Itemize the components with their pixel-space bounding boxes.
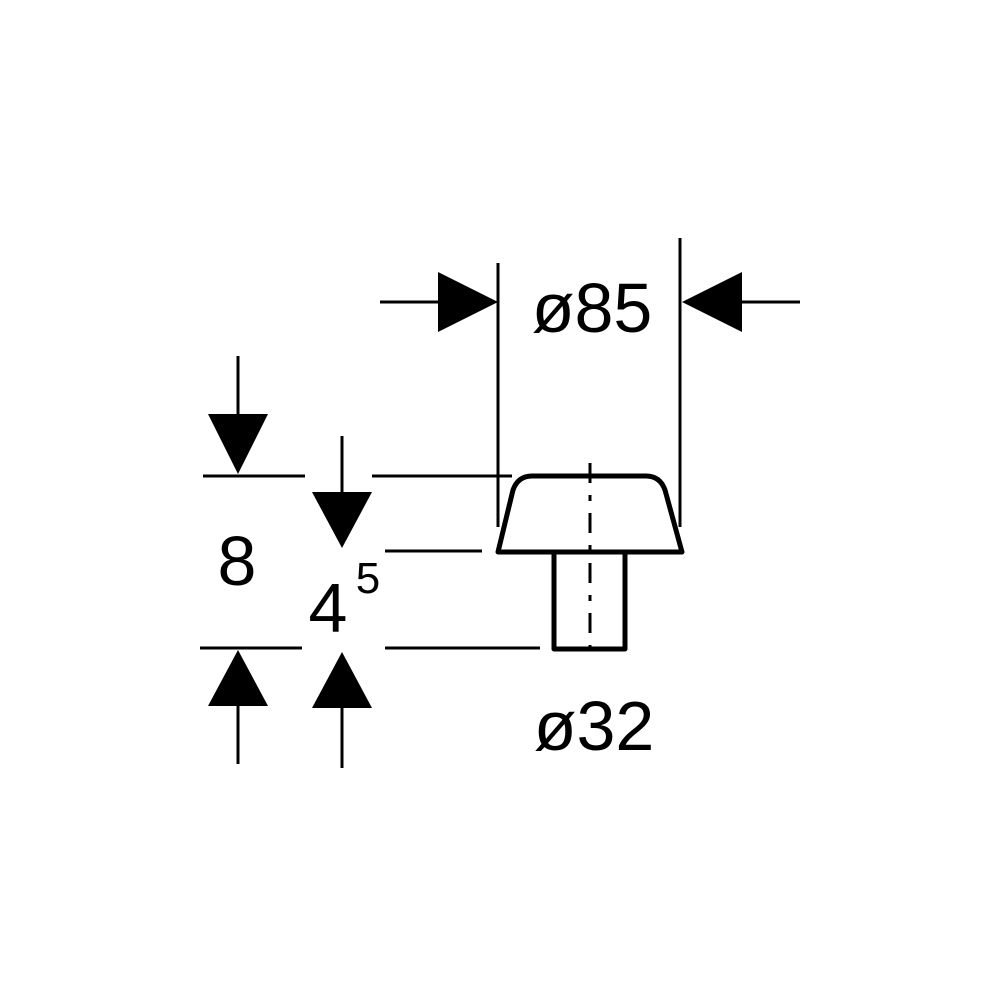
arrowhead-down-pointing bbox=[208, 414, 268, 474]
arrowhead-up-pointing-inner bbox=[312, 652, 372, 708]
arrowhead-down-pointing-inner bbox=[312, 492, 372, 548]
head-diameter-label: ø85 bbox=[532, 269, 653, 347]
dimension-total-height bbox=[200, 356, 540, 764]
stem-height-superscript: 5 bbox=[356, 554, 380, 603]
part-head bbox=[495, 473, 685, 555]
arrowhead-left-pointing bbox=[682, 272, 742, 332]
arrowhead-right-pointing bbox=[438, 272, 498, 332]
dimension-head-diameter bbox=[380, 238, 800, 527]
stem-height-main: 4 bbox=[309, 569, 348, 647]
stem-height-label: 4 bbox=[309, 569, 348, 647]
arrowhead-up-pointing bbox=[208, 650, 268, 706]
dimension-stem-height bbox=[340, 436, 482, 768]
stem-diameter-label: ø32 bbox=[534, 687, 655, 765]
total-height-label: 8 bbox=[218, 522, 257, 600]
